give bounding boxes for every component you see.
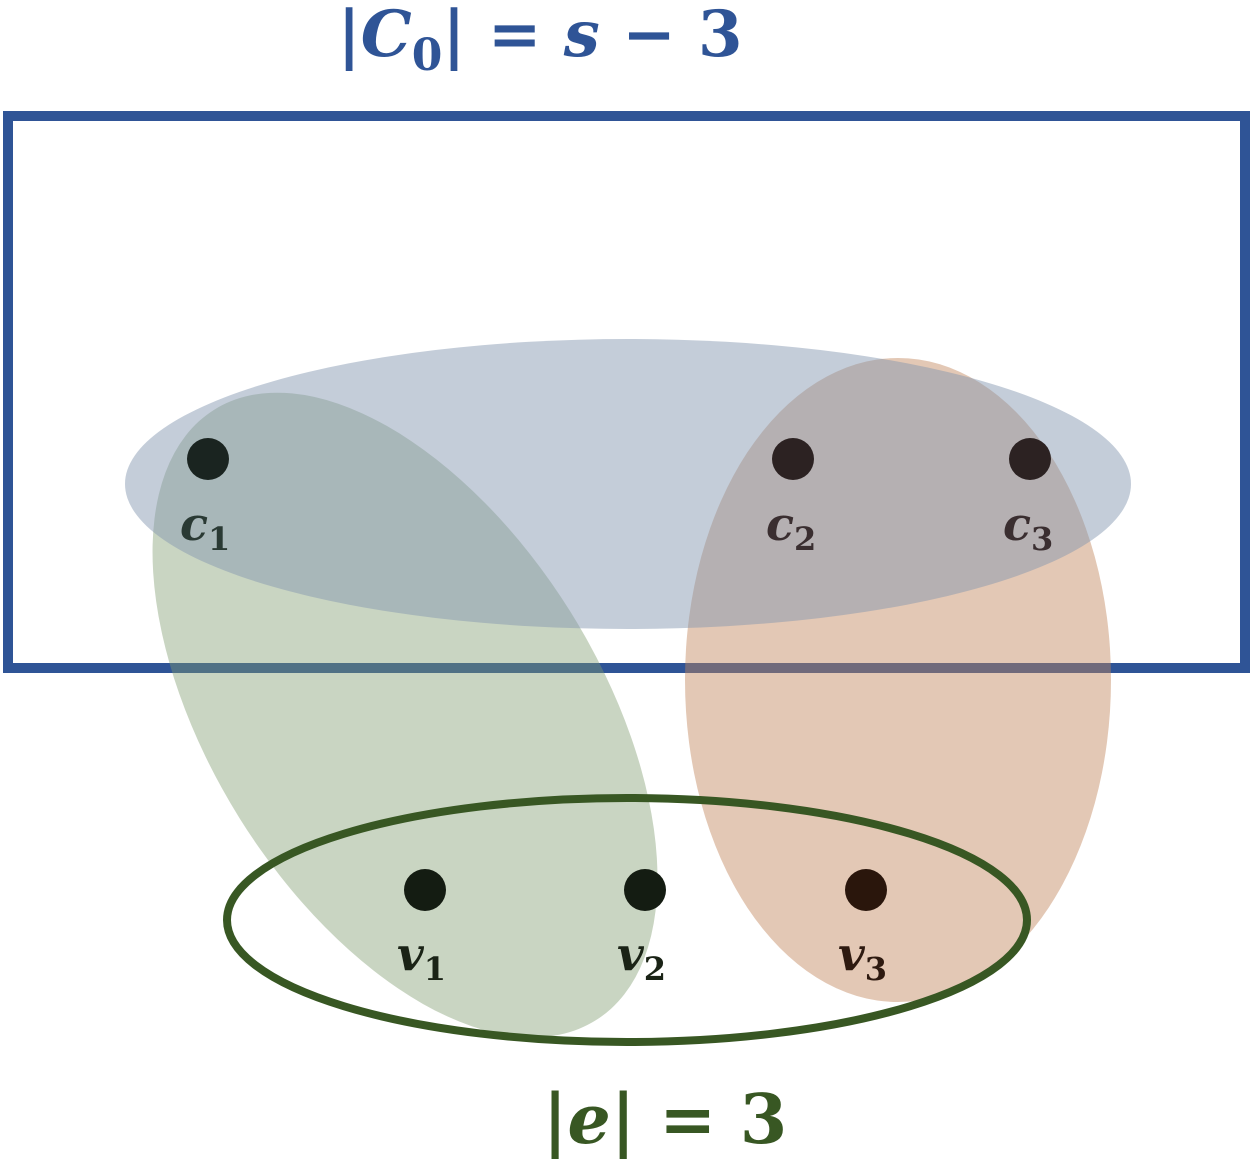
vertex-c2-dot	[772, 438, 814, 480]
c0-symbol: C	[361, 0, 412, 72]
vertex-c1-dot	[187, 438, 229, 480]
vertex-v1-dot	[404, 869, 446, 911]
vertex-v2-sub: 2	[644, 950, 666, 988]
green-hyperedge-region	[152, 392, 658, 1038]
c0-equals: =	[466, 0, 564, 72]
e-bar-left: |	[543, 1080, 568, 1160]
vertex-c2-base: c	[766, 497, 794, 551]
edge-e-ellipse	[223, 794, 1031, 1046]
vertex-v3-dot	[845, 869, 887, 911]
vertex-v3-base: v	[838, 927, 866, 981]
vertex-v1-sub: 1	[424, 950, 446, 988]
edge-e-size-label: |e| = 3	[543, 1080, 787, 1160]
vertex-v1-label: v1	[397, 927, 446, 988]
e-symbol: e	[568, 1080, 611, 1160]
c0-bar-left: |	[337, 0, 360, 72]
vertex-v2-dot	[624, 869, 666, 911]
vertex-v2-label: v2	[617, 927, 666, 988]
e-equals-three: = 3	[636, 1080, 788, 1160]
vertex-c1-base: c	[180, 497, 208, 551]
vertex-c3-dot	[1009, 438, 1051, 480]
vertex-v3-sub: 3	[865, 950, 887, 988]
orange-hyperedge-region	[685, 358, 1111, 1002]
e-bar-right: |	[611, 1080, 636, 1160]
vertex-c3-base: c	[1003, 497, 1031, 551]
vertex-c2-label: c2	[766, 497, 816, 558]
c0-size-label: |C0| = s − 3	[337, 0, 742, 81]
vertex-c1-label: c1	[180, 497, 230, 558]
vertex-c3-label: c3	[1003, 497, 1053, 558]
c0-subscript: 0	[412, 30, 443, 81]
c0-var-s: s	[563, 0, 600, 72]
vertex-v1-base: v	[397, 927, 425, 981]
vertex-v3-label: v3	[838, 927, 887, 988]
c0-set-box	[3, 111, 1250, 673]
vertex-c2-sub: 2	[794, 520, 816, 558]
vertex-c3-sub: 3	[1031, 520, 1053, 558]
c0-minus-three: − 3	[600, 0, 743, 72]
vertex-c1-sub: 1	[208, 520, 230, 558]
vertex-v2-base: v	[617, 927, 645, 981]
c0-bar-right: |	[442, 0, 465, 72]
blue-hyperedge-region	[125, 339, 1131, 629]
